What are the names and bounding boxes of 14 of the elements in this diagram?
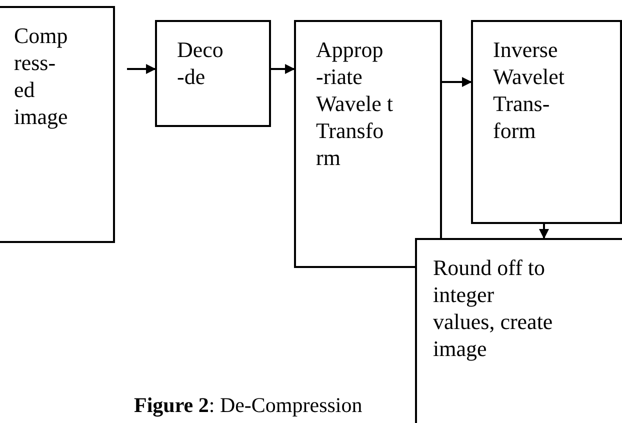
box-text: Deco -de — [177, 36, 224, 90]
arrow — [271, 64, 295, 74]
box-text: Round off to integer values, create image — [433, 254, 554, 362]
arrow — [539, 224, 549, 239]
box-text: Approp -riate Wavele t Transfo rm — [316, 36, 394, 171]
process-box — [471, 20, 622, 224]
figure-caption: Figure 2: De-Compression — [134, 392, 362, 418]
process-box — [0, 6, 115, 243]
box-text: Comp ress- ed image — [14, 22, 69, 130]
process-box — [155, 20, 271, 127]
arrow — [127, 64, 156, 74]
box-text: Inverse Wavelet Trans- form — [493, 36, 566, 144]
process-box — [415, 238, 622, 423]
arrow — [442, 77, 472, 87]
